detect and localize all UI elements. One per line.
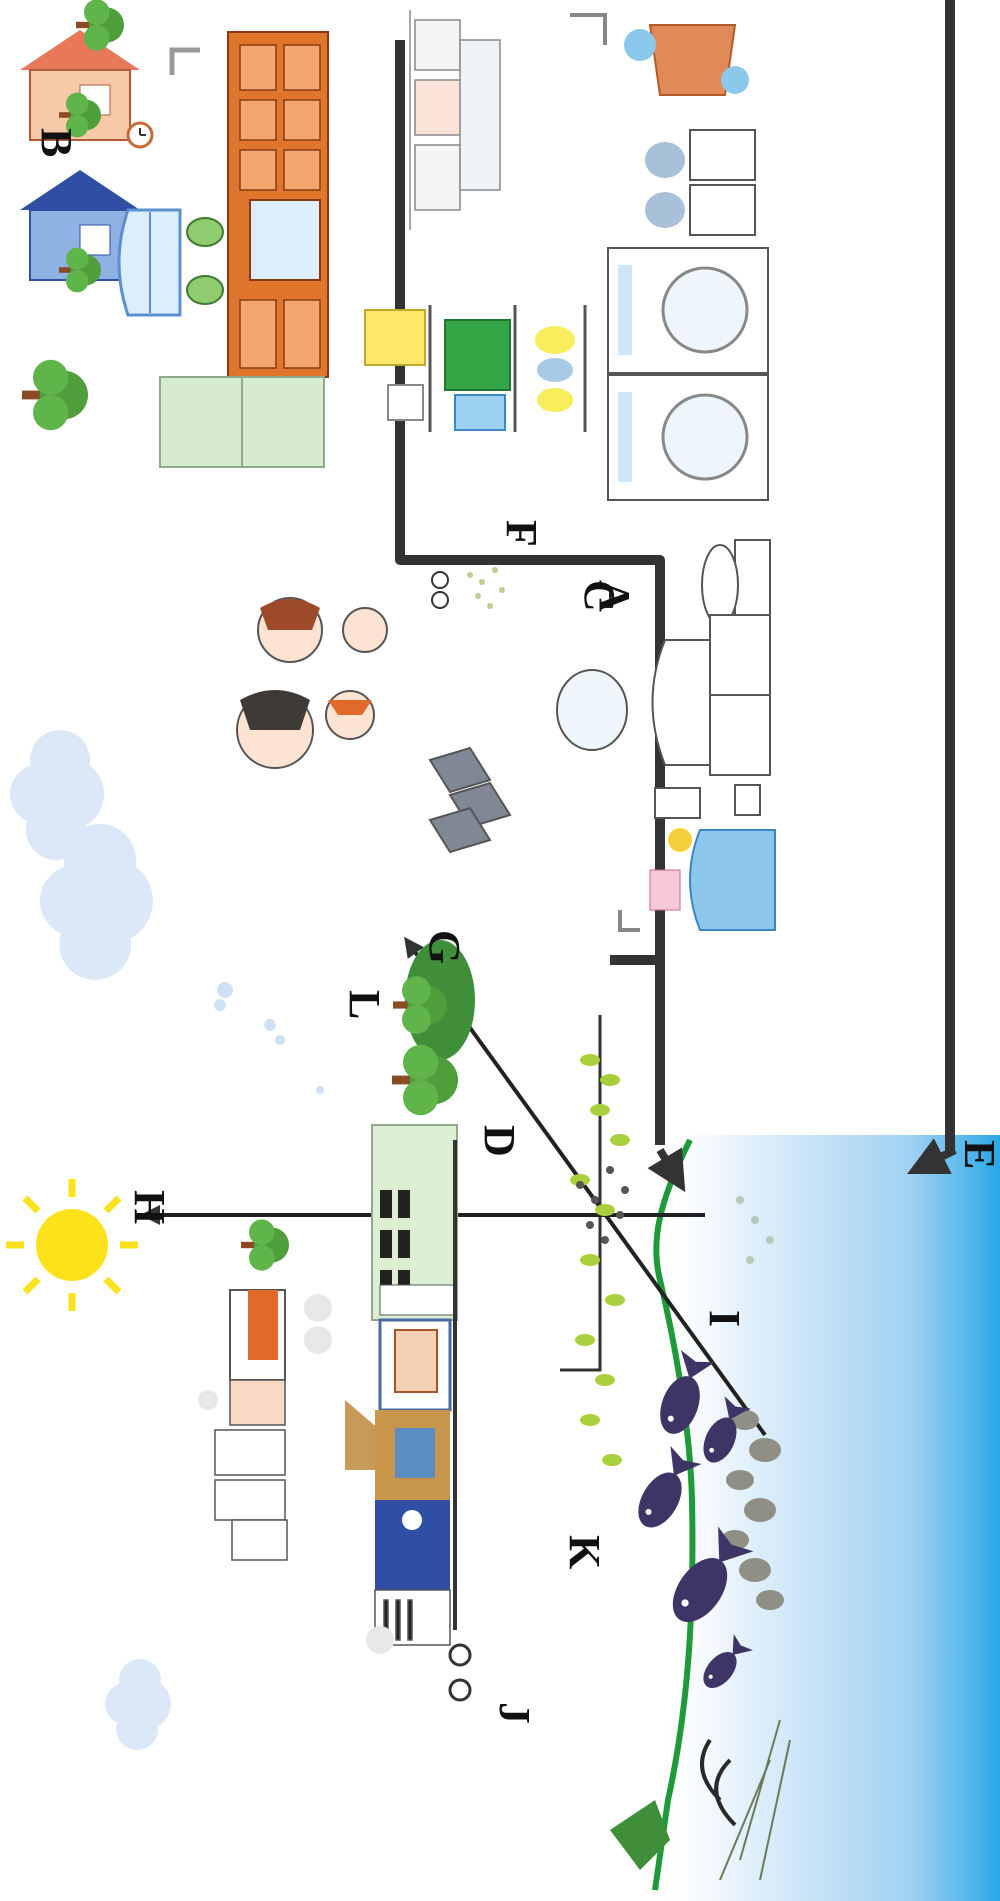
label-e: E: [955, 1140, 1000, 1169]
pipe-arrow-to-water: [647, 1147, 686, 1193]
house-icon: [345, 1318, 452, 1590]
label-d: D: [475, 1125, 524, 1157]
storage-bin-icon: [654, 784, 761, 819]
label-f: F: [497, 520, 546, 547]
crop-dust-icon: [736, 1196, 774, 1264]
faucet-icon: [169, 47, 200, 75]
storage-bin-icon: [428, 746, 512, 854]
label-k: K: [560, 1535, 609, 1569]
tree-icon: [22, 359, 88, 431]
factory-icon: [371, 1124, 458, 1321]
label-l: L: [340, 990, 389, 1019]
tractor-icon: [448, 1643, 472, 1702]
family-faces-icon: [236, 597, 388, 769]
industrial-drain: [560, 1015, 602, 1372]
mirror-icon: [556, 669, 628, 751]
window-icon: [117, 208, 182, 317]
faucet-icon: [570, 13, 607, 45]
storage-bin-icon: [645, 129, 756, 236]
washing-machine-icon: [607, 247, 769, 501]
label-a: A: [590, 580, 639, 612]
tree-icon: [241, 1219, 289, 1271]
detergent-bottle-icon: [364, 305, 587, 432]
tractor-icon: [431, 571, 449, 609]
clock-icon: [126, 121, 154, 149]
crop-dust-icon: [576, 1166, 629, 1244]
label-j: J: [490, 1702, 539, 1724]
grass-icon: [719, 1719, 791, 1881]
bucket-icon: [624, 24, 749, 96]
sediment-icon: [721, 1410, 784, 1610]
grass-icon: [610, 1800, 670, 1870]
house-icon: [214, 1379, 288, 1561]
label-i: I: [700, 1310, 749, 1327]
cloud-icon: [198, 1294, 394, 1654]
pipe-network: [395, 0, 955, 1150]
label-b: B: [32, 128, 81, 157]
crop-dust-icon: [467, 567, 505, 609]
faucet-icon: [618, 910, 640, 932]
kitchen-cabinet-icon: [227, 31, 329, 378]
clothesline-icon: [409, 10, 501, 230]
sun-icon: [6, 1179, 138, 1311]
label-g: G: [420, 930, 469, 964]
sink-icon: [651, 614, 771, 776]
cooking-pot-icon: [186, 217, 224, 305]
label-h: H: [125, 1190, 174, 1224]
algae-icon: [570, 1054, 630, 1466]
pipe-arrow-e: [907, 1138, 957, 1174]
factory-icon: [229, 1289, 286, 1381]
cloud-icon: [105, 1659, 171, 1750]
seaweed-icon: [700, 1738, 737, 1827]
water-body-icon: [650, 1135, 1000, 1901]
bathtub-icon: [649, 828, 776, 931]
bubbles: [214, 982, 324, 1094]
label-c: C: [575, 580, 624, 612]
refrigerator-icon: [159, 376, 325, 468]
